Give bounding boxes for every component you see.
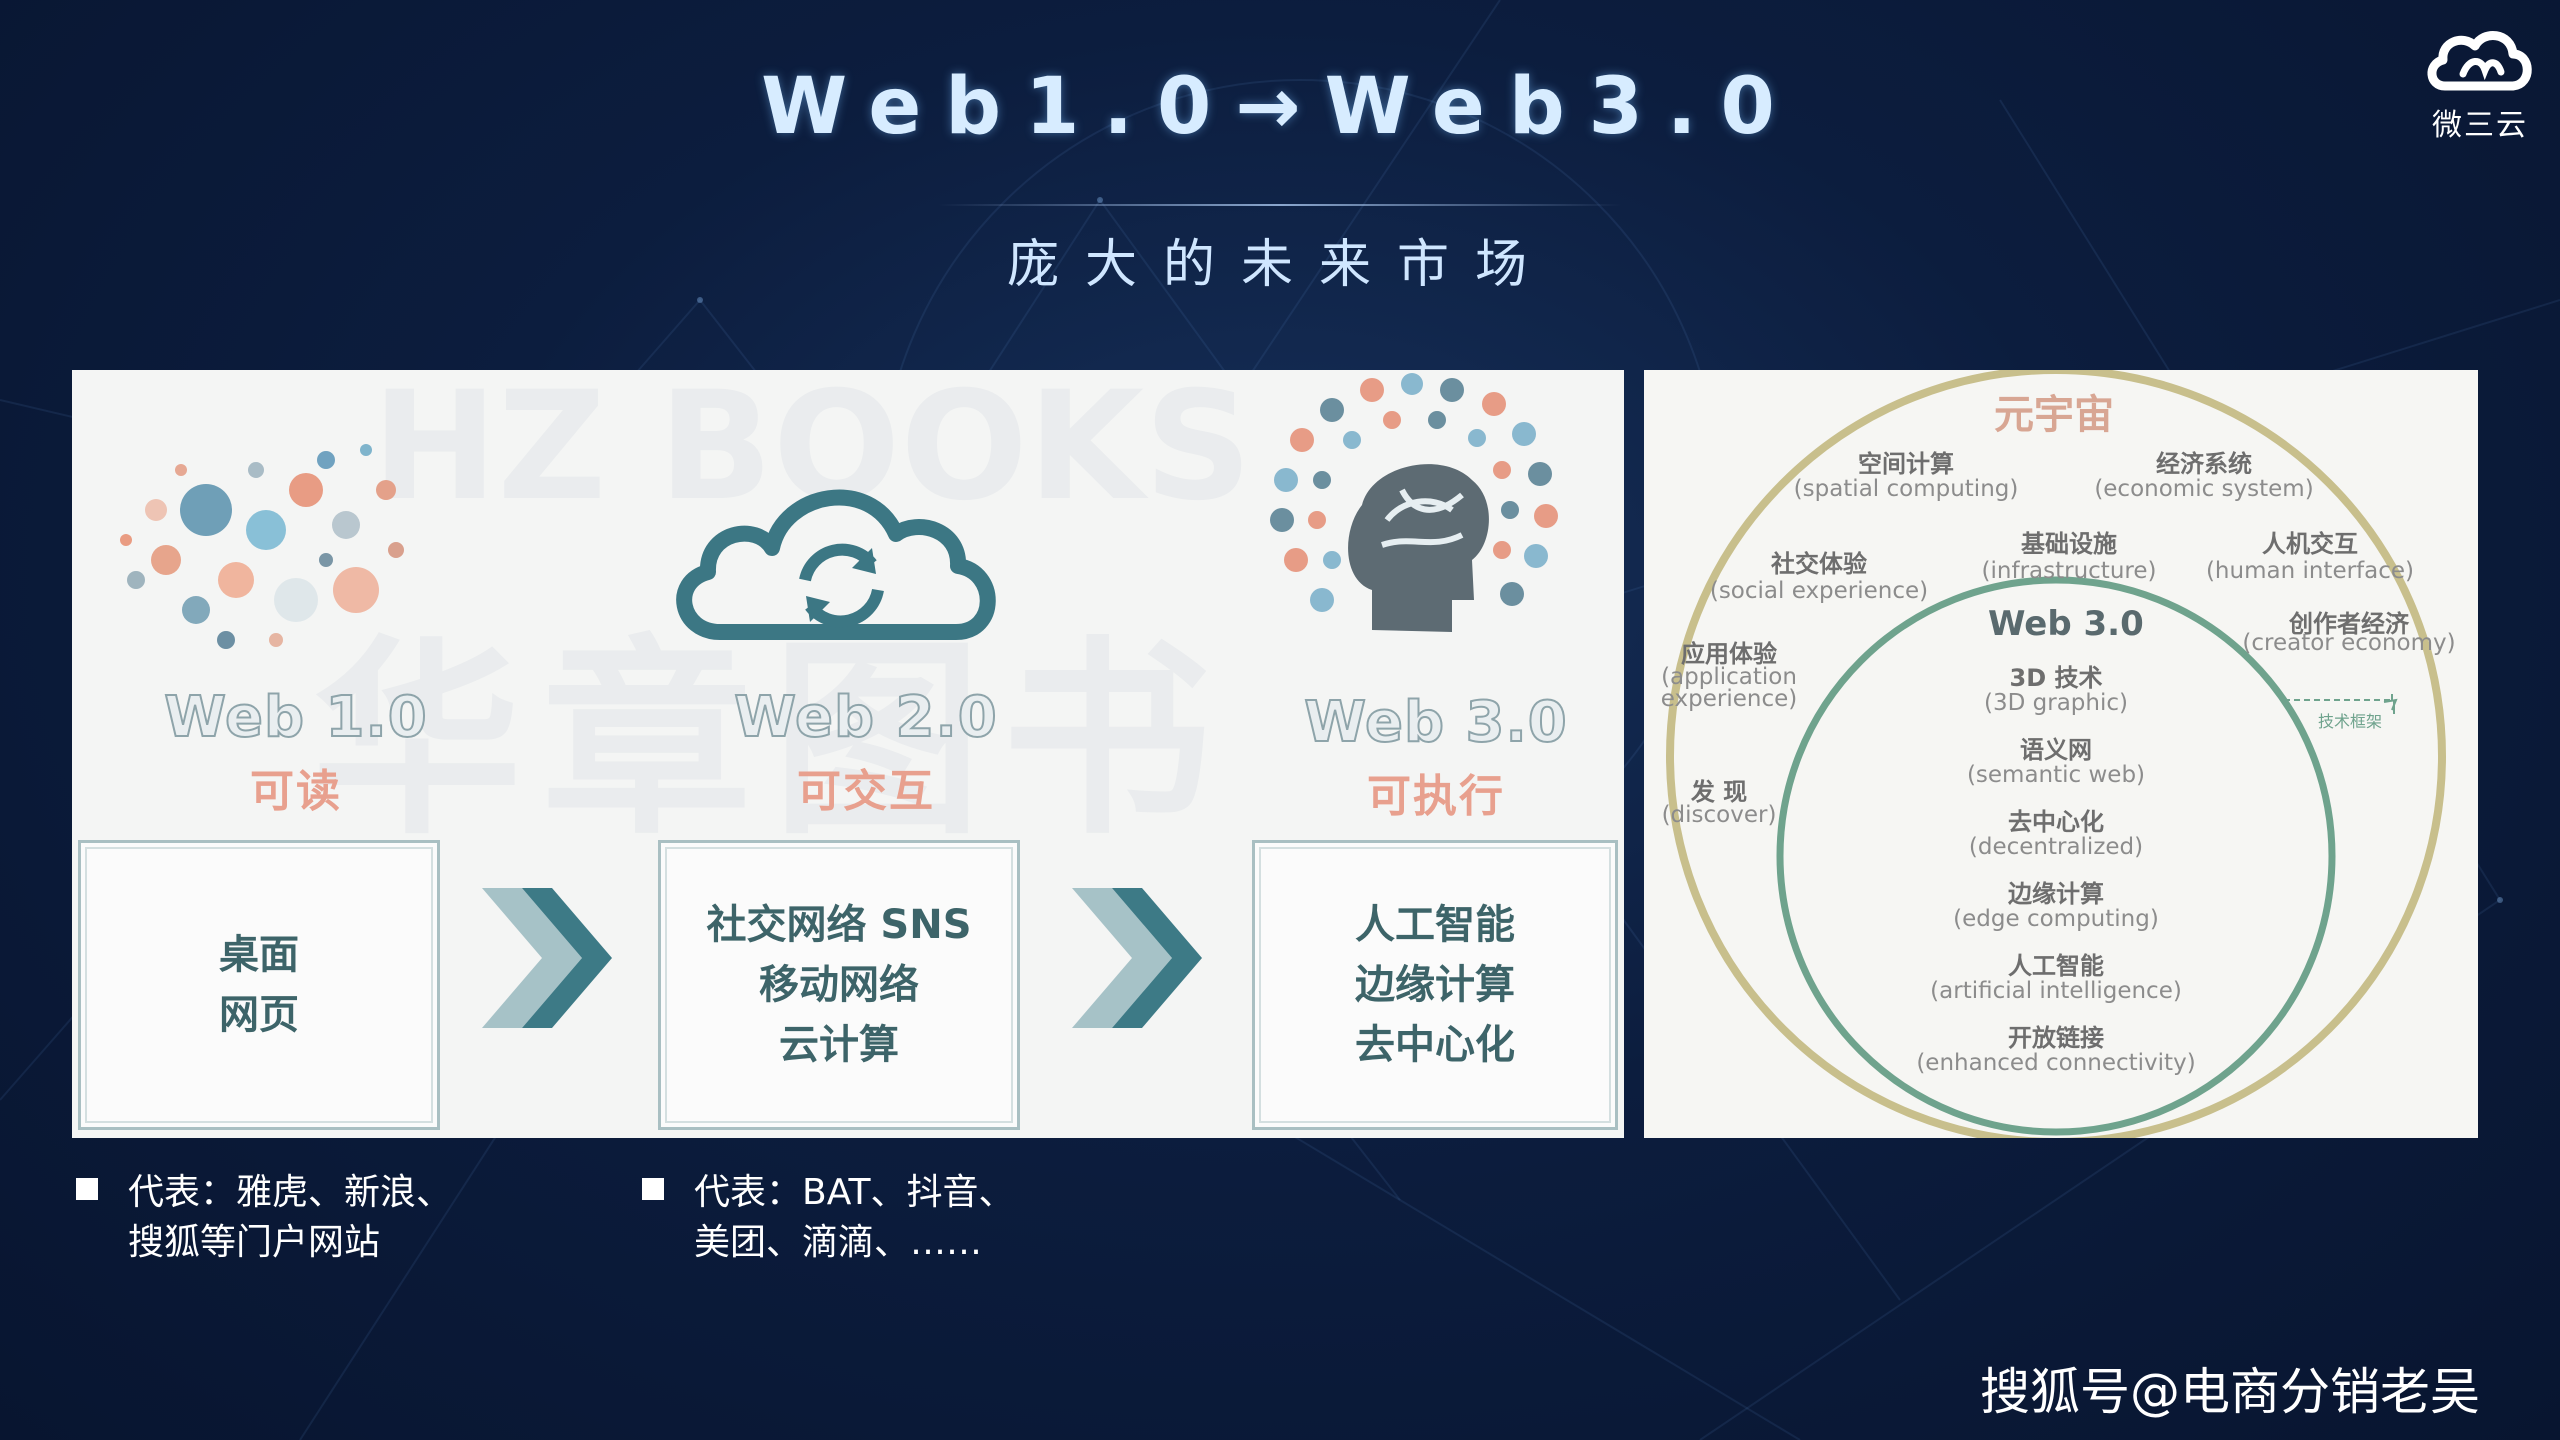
web-evolution-panel: HZ BOOKS 华章图书 <box>72 370 1624 1138</box>
web2-item: 移动网络 <box>759 955 919 1015</box>
inner-item-cn: 语义网 <box>1906 730 2206 765</box>
inner-item-cn: 边缘计算 <box>1906 874 2206 909</box>
bullet-line: 搜狐等门户网站 <box>128 1222 380 1263</box>
inner-item-cn: 去中心化 <box>1906 802 2206 837</box>
inner-item-en: (artificial intelligence) <box>1876 978 2236 1004</box>
inner-item-cn: 3D 技术 <box>1906 658 2206 693</box>
web3-item: 人工智能 <box>1355 895 1515 955</box>
era-sub-web1: 可读 <box>96 755 496 819</box>
page-subtitle: 庞大的未来市场 <box>0 222 2560 297</box>
bullet-web1: 代表：雅虎、新浪、 搜狐等门户网站 <box>76 1168 452 1268</box>
web1-box: 桌面 网页 <box>78 840 440 1130</box>
footer-brand: 搜狐号@电商分销老吴 <box>1980 1352 2480 1424</box>
outer-item-en: (social experience) <box>1694 578 1944 604</box>
brain-icon <box>1262 370 1582 670</box>
web2-item: 云计算 <box>779 1015 899 1075</box>
brand-logo: 微三云 <box>2420 24 2540 144</box>
cloud-sync-icon <box>660 462 1020 662</box>
outer-item-en: (creator economy) <box>2234 630 2464 656</box>
bullet-line: 代表：雅虎、新浪、 <box>128 1172 452 1213</box>
outer-item-cn: 经济系统 <box>2064 444 2344 479</box>
bullet-square-icon <box>76 1178 98 1200</box>
bullet-web2: 代表：BAT、抖音、 美团、滴滴、…… <box>642 1168 1015 1268</box>
web3-item: 去中心化 <box>1355 1015 1515 1075</box>
outer-item-en: (infrastructure) <box>1954 558 2184 584</box>
web2-box: 社交网络 SNS 移动网络 云计算 <box>658 840 1020 1130</box>
bullet-square-icon <box>642 1178 664 1200</box>
outer-item-en: (economic system) <box>2064 476 2344 502</box>
inner-item-en: (enhanced connectivity) <box>1876 1050 2236 1076</box>
inner-item-en: (3D graphic) <box>1906 690 2206 716</box>
outer-item-en: (discover) <box>1654 802 1784 828</box>
era-sub-web3: 可执行 <box>1236 760 1624 824</box>
inner-item-en: (semantic web) <box>1906 762 2206 788</box>
outer-item-cn: 基础设施 <box>1954 524 2184 559</box>
chevron-right-icon <box>472 878 622 1038</box>
era-sub-web2: 可交互 <box>666 755 1066 819</box>
inner-title: Web 3.0 <box>1988 604 2144 644</box>
inner-item-en: (decentralized) <box>1906 834 2206 860</box>
metaverse-panel: 元宇宙 空间计算 (spatial computing) 经济系统 (econo… <box>1644 370 2478 1138</box>
framework-label: 技术框架 <box>2280 708 2420 732</box>
web3-box: 人工智能 边缘计算 去中心化 <box>1252 840 1618 1130</box>
era-label-web2: Web 2.0 <box>666 685 1066 750</box>
inner-item-en: (edge computing) <box>1906 906 2206 932</box>
logo-text: 微三云 <box>2420 100 2540 144</box>
outer-item-en: (human interface) <box>2180 558 2440 584</box>
outer-item-en: (spatial computing) <box>1786 476 2026 502</box>
metaverse-title: 元宇宙 <box>1994 382 2114 440</box>
web3-item: 边缘计算 <box>1355 955 1515 1015</box>
era-label-web1: Web 1.0 <box>96 685 496 750</box>
era-label-web3: Web 3.0 <box>1236 690 1624 755</box>
web2-item: 社交网络 SNS <box>706 895 971 955</box>
web1-item: 网页 <box>219 985 299 1045</box>
chevron-right-icon <box>1062 878 1212 1038</box>
title-divider <box>938 204 1622 206</box>
inner-item-cn: 人工智能 <box>1876 946 2236 981</box>
bullet-line: 代表：BAT、抖音、 <box>694 1172 1015 1213</box>
page-title: Web1.0→Web3.0 <box>0 62 2560 152</box>
outer-item-cn: 人机交互 <box>2180 524 2440 559</box>
web1-item: 桌面 <box>219 925 299 985</box>
outer-item-cn: 社交体验 <box>1694 544 1944 579</box>
bullet-line: 美团、滴滴、…… <box>694 1222 982 1263</box>
outer-item-en: experience) <box>1654 686 1804 712</box>
outer-item-cn: 空间计算 <box>1786 444 2026 479</box>
cloud-logo-icon <box>2425 24 2535 100</box>
bubbles-icon <box>96 430 426 660</box>
inner-item-cn: 开放链接 <box>1876 1018 2236 1053</box>
